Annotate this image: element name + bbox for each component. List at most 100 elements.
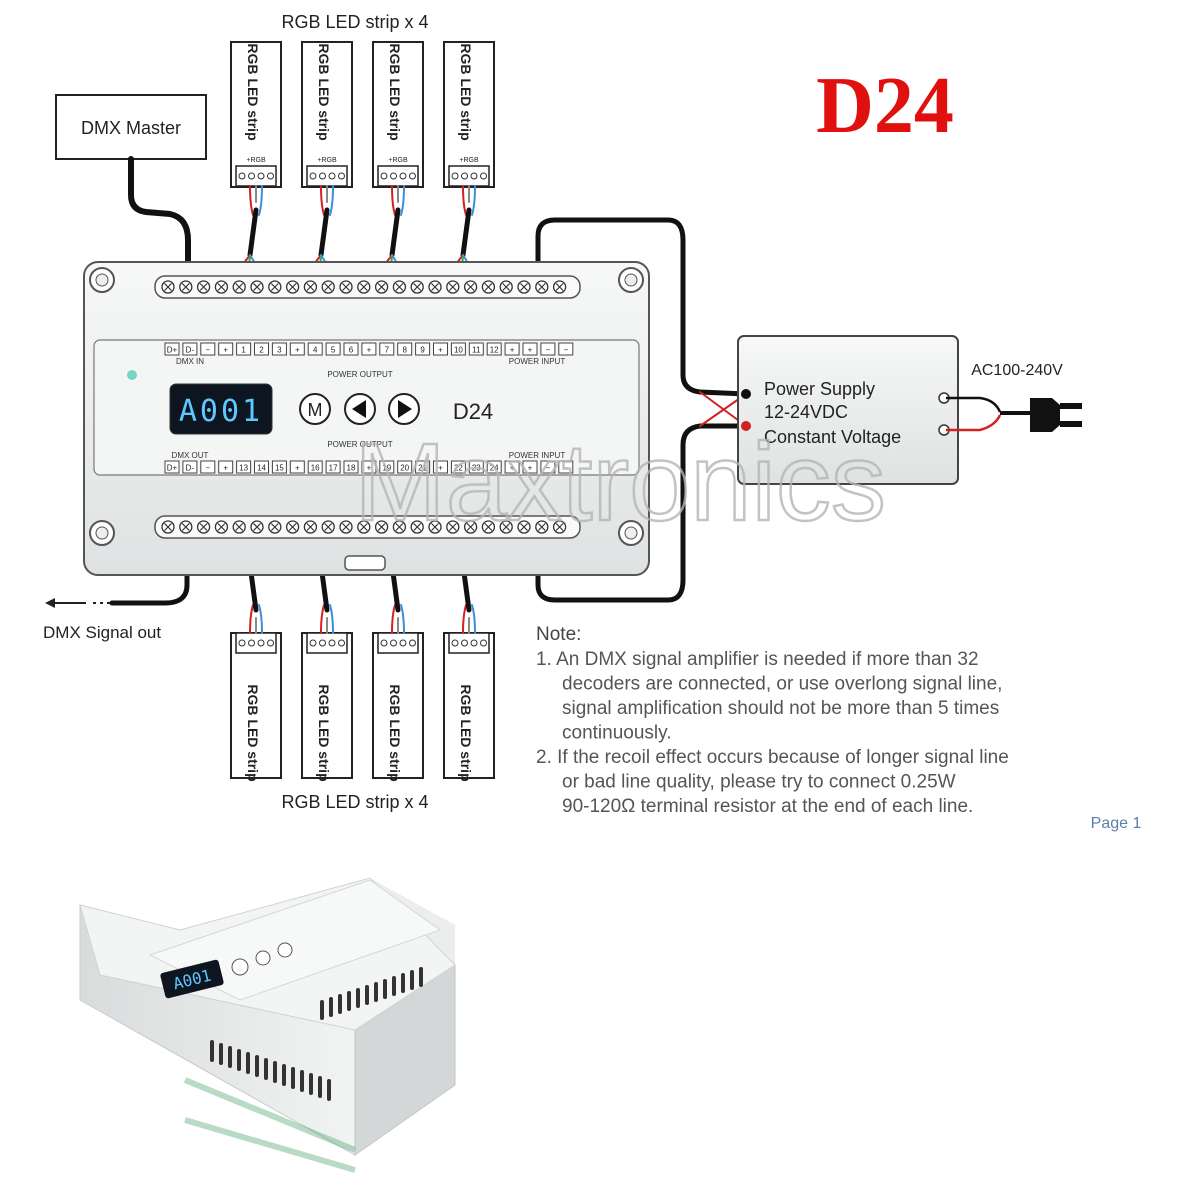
right-button[interactable]: [388, 393, 420, 425]
wire: [258, 604, 263, 634]
terminal-label: D+: [167, 464, 178, 473]
terminal-label: −: [205, 464, 210, 473]
vent-slot: [392, 976, 396, 996]
vent-slot: [300, 1070, 304, 1092]
note-line: decoders are connected, or use overlong …: [562, 674, 1002, 695]
wire: [462, 604, 467, 634]
pin-icon: [480, 172, 487, 180]
screw-icon: [374, 280, 389, 294]
screw-icon: [552, 280, 567, 294]
terminal-label: 20: [400, 464, 409, 473]
terminal-label-box: [164, 460, 180, 474]
vent-slot: [419, 967, 423, 987]
strip-pins-label: +RGB: [246, 157, 266, 164]
terminal-label-box: [271, 460, 287, 474]
terminal-label-box: [200, 342, 216, 356]
vent-slot: [329, 997, 333, 1017]
power-supply-line3: Constant Voltage: [764, 427, 901, 447]
wire: [247, 207, 259, 258]
screw-icon: [161, 280, 175, 294]
terminal-label-box: [558, 342, 574, 356]
vent-slot: [282, 1064, 286, 1086]
pin-icon: [380, 639, 388, 647]
pin-icon: [319, 172, 326, 180]
terminal-label: 2: [259, 346, 264, 355]
terminal-label-box: [415, 460, 431, 474]
strip-label: RGB LED strip: [387, 43, 403, 140]
pin-icon: [309, 172, 317, 180]
terminal-label-box: [200, 460, 216, 474]
pin-icon: [470, 639, 478, 647]
power-input-label-bottom: POWER INPUT: [509, 451, 566, 460]
strip-body: [372, 632, 424, 779]
terminal-label-box: [164, 342, 180, 356]
dmx-signal-out-label: DMX Signal out: [43, 623, 161, 642]
terminal-label-box: [236, 460, 252, 474]
mount-hole-icon: [618, 520, 644, 546]
wire: [258, 185, 263, 216]
terminal-label: +: [295, 464, 300, 473]
terminal-label: +: [528, 346, 533, 355]
terminal-label-box: [450, 342, 466, 356]
screw-icon: [250, 520, 264, 534]
screw-icon: [321, 520, 335, 534]
pin-icon: [328, 639, 336, 647]
terminal-label: +: [510, 346, 515, 355]
terminal-label: 5: [331, 346, 336, 355]
strip-label: RGB LED strip: [458, 43, 474, 140]
top-screw-terminals: [161, 280, 567, 294]
terminal-label-box: [450, 460, 466, 474]
led-strip: RGB LED strip+RGB: [301, 632, 353, 782]
screw-icon: [303, 520, 318, 534]
terminal-label: −: [546, 346, 551, 355]
led-strip: RGB LED strip+RGB: [301, 41, 353, 188]
triangle-right-icon: [398, 400, 412, 418]
terminal-label: 4: [313, 346, 318, 355]
wire: [320, 185, 325, 216]
note-heading: Note:: [536, 624, 581, 645]
terminal-label-box: [540, 342, 556, 356]
terminal-label: 23: [472, 464, 481, 473]
model-label: D24: [453, 399, 493, 424]
screw-icon: [410, 520, 424, 534]
terminal-label-box: [289, 460, 305, 474]
power-plug-icon: [946, 396, 1082, 432]
pin-icon: [309, 639, 317, 647]
terminal-label-box: [289, 342, 305, 356]
mode-button[interactable]: M: [299, 393, 331, 425]
pin-icon: [399, 172, 407, 180]
strip-group-bottom-label: RGB LED strip x 4: [281, 792, 428, 812]
terminal-label-box: [236, 342, 252, 356]
vent-slot: [320, 1000, 324, 1020]
screw-icon: [481, 280, 496, 294]
terminal-label-box: [218, 460, 234, 474]
vent-slot: [228, 1046, 232, 1068]
terminal-label-box: [397, 460, 413, 474]
dmx-signal-out-arrow: [45, 598, 110, 608]
pin-icon: [470, 172, 478, 180]
screw-icon: [463, 520, 478, 534]
wire: [249, 185, 254, 216]
terminal-label: 21: [418, 464, 427, 473]
terminal-label: 8: [402, 346, 407, 355]
left-button[interactable]: [344, 393, 376, 425]
dmx-master-label: DMX Master: [81, 118, 181, 138]
screw-icon: [339, 520, 353, 534]
terminal-label-box: [379, 342, 395, 356]
strip-body: [301, 41, 353, 188]
vent-slot: [327, 1079, 331, 1101]
pin-icon: [248, 639, 255, 647]
terminal-label-box: [522, 460, 538, 474]
screw-icon: [446, 520, 460, 534]
screw-icon: [196, 520, 211, 534]
strip-label: RGB LED strip: [316, 43, 332, 140]
terminal-label: +: [367, 346, 372, 355]
wire: [391, 604, 396, 634]
note-line: 1. An DMX signal amplifier is needed if …: [536, 649, 979, 670]
pin-icon: [461, 639, 468, 647]
terminal-label: +: [295, 346, 300, 355]
pin-icon: [399, 639, 407, 647]
terminal-label-box: [540, 460, 556, 474]
